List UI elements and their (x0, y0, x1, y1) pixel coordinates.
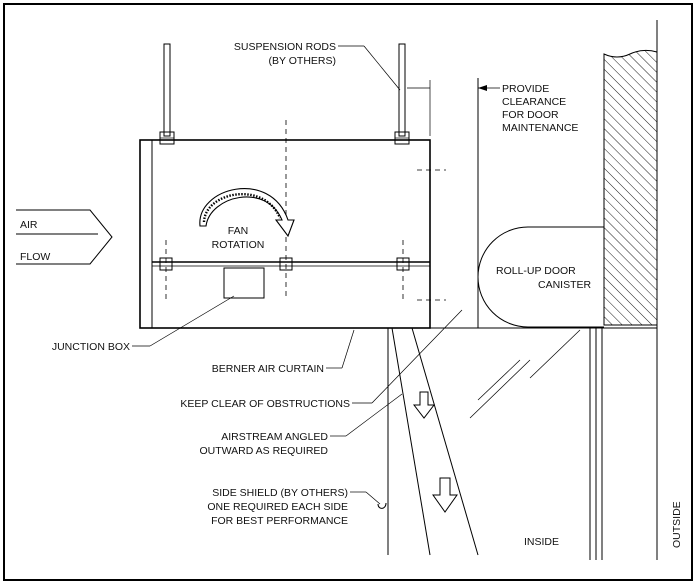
label-side-shield-3: FOR BEST PERFORMANCE (211, 515, 348, 527)
leader-lines (132, 45, 463, 505)
label-airstream-1: AIRSTREAM ANGLED (221, 431, 328, 443)
fan-rotation-arrow (199, 188, 295, 238)
junction-box (223, 267, 265, 299)
label-clearance-3: FOR DOOR (502, 109, 559, 121)
label-junction-box: JUNCTION BOX (52, 341, 130, 353)
label-canister: CANISTER (538, 279, 592, 291)
label-keep-clear: KEEP CLEAR OF OBSTRUCTIONS (180, 398, 350, 410)
building-wall (603, 20, 658, 560)
label-air: AIR (20, 219, 38, 231)
label-airstream-2: OUTWARD AS REQUIRED (199, 445, 328, 457)
label-suspension-rods: SUSPENSION RODS (234, 41, 336, 53)
suspension-rod-right (394, 43, 410, 145)
label-outside: OUTSIDE (671, 501, 683, 548)
roll-up-door (589, 328, 603, 560)
airstream-arrow-lower (432, 477, 458, 513)
air-curtain-unit (139, 139, 431, 329)
label-flow: FLOW (20, 251, 50, 263)
center-lines (165, 120, 446, 301)
label-inside: INSIDE (524, 536, 559, 548)
label-clearance-2: CLEARANCE (502, 96, 566, 108)
label-clearance-1: PROVIDE (502, 83, 549, 95)
label-side-shield-2: ONE REQUIRED EACH SIDE (207, 501, 348, 513)
label-clearance-4: MAINTENANCE (502, 122, 578, 134)
drawing-border (3, 3, 693, 581)
dimension-marks (407, 80, 500, 136)
air-flow-arrow (16, 209, 113, 265)
label-roll-up-door: ROLL-UP DOOR (496, 265, 576, 277)
label-side-shield-1: SIDE SHIELD (BY OTHERS) (212, 487, 348, 499)
label-suspension-rods-by-others: (BY OTHERS) (269, 55, 336, 67)
suspension-rod-left (159, 43, 175, 145)
label-air-curtain: BERNER AIR CURTAIN (212, 363, 324, 375)
label-fan-rotation: ROTATION (212, 239, 265, 251)
door-canister (477, 226, 604, 328)
label-fan: FAN (228, 225, 248, 237)
airstream-paths (387, 327, 581, 556)
side-shield (377, 502, 387, 509)
airstream-arrow-upper (412, 391, 436, 419)
